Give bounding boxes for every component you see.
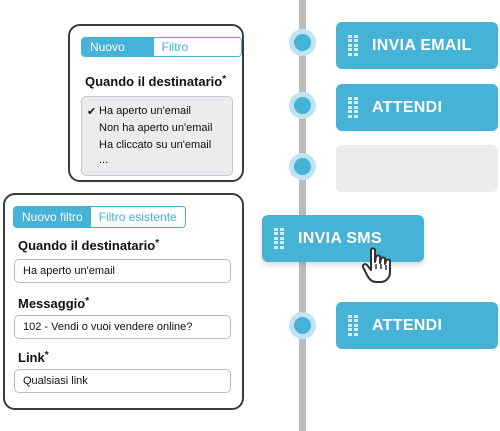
filter-panel-top: Nuovo filtro Filtro esistente Quando il … xyxy=(68,24,244,182)
link-label-text: Link xyxy=(18,350,45,365)
drag-handle-icon[interactable] xyxy=(348,96,358,119)
step-label: INVIA SMS xyxy=(298,229,382,247)
condition-field[interactable]: Ha aperto un'email xyxy=(14,259,231,283)
timeline-node-5 xyxy=(289,312,316,339)
timeline-node-2 xyxy=(289,92,316,119)
link-field[interactable]: Qualsiasi link xyxy=(14,369,231,393)
step-send-sms[interactable]: INVIA SMS xyxy=(262,215,424,262)
condition-label: Quando il destinatario* xyxy=(85,74,226,89)
required-marker: * xyxy=(155,238,160,249)
step-label: INVIA EMAIL xyxy=(372,36,472,54)
timeline-node-1 xyxy=(289,29,316,56)
link-label: Link* xyxy=(18,350,49,365)
drag-handle-icon[interactable] xyxy=(274,227,284,250)
required-marker: * xyxy=(44,350,49,361)
condition-label-text: Quando il destinatario xyxy=(18,238,156,253)
option-opened-email[interactable]: Ha aperto un'email xyxy=(99,105,191,117)
required-marker: * xyxy=(222,74,227,85)
tab-existing-filter[interactable]: Filtro esistente xyxy=(90,207,185,227)
condition-dropdown-list[interactable]: ✔ Ha aperto un'email Non ha aperto un'em… xyxy=(81,96,233,176)
drag-handle-icon[interactable] xyxy=(348,34,358,57)
option-not-opened-email[interactable]: Non ha aperto un'email xyxy=(99,122,213,134)
tab-new-filter[interactable]: Nuovo filtro xyxy=(14,207,91,227)
step-drop-slot[interactable] xyxy=(336,145,498,192)
timeline-node-3 xyxy=(289,153,316,180)
step-wait[interactable]: ATTENDI xyxy=(336,84,498,131)
condition-label-text: Quando il destinatario xyxy=(85,74,223,89)
tab-new-filter[interactable]: Nuovo filtro xyxy=(82,38,154,56)
message-label-text: Messaggio xyxy=(18,296,86,311)
tab-existing-filter[interactable]: Filtro esistente xyxy=(153,38,241,56)
step-label: ATTENDI xyxy=(372,316,443,334)
hand-pointer-icon xyxy=(361,247,391,283)
filter-tabs: Nuovo filtro Filtro esistente xyxy=(81,37,242,57)
option-clicked-email[interactable]: Ha cliccato su un'email xyxy=(99,139,212,151)
step-send-email[interactable]: INVIA EMAIL xyxy=(336,22,498,69)
message-field[interactable]: 102 - Vendi o vuoi vendere online? xyxy=(14,315,231,339)
required-marker: * xyxy=(85,296,90,307)
drag-handle-icon[interactable] xyxy=(348,314,358,337)
step-label: ATTENDI xyxy=(372,98,443,116)
filter-tabs: Nuovo filtro Filtro esistente xyxy=(13,206,186,228)
condition-label: Quando il destinatario* xyxy=(18,238,159,253)
filter-panel-bottom: Nuovo filtro Filtro esistente Quando il … xyxy=(3,193,244,410)
option-more[interactable]: ... xyxy=(99,154,109,166)
check-icon: ✔ xyxy=(87,106,97,118)
step-wait-2[interactable]: ATTENDI xyxy=(336,302,498,349)
message-label: Messaggio* xyxy=(18,296,89,311)
